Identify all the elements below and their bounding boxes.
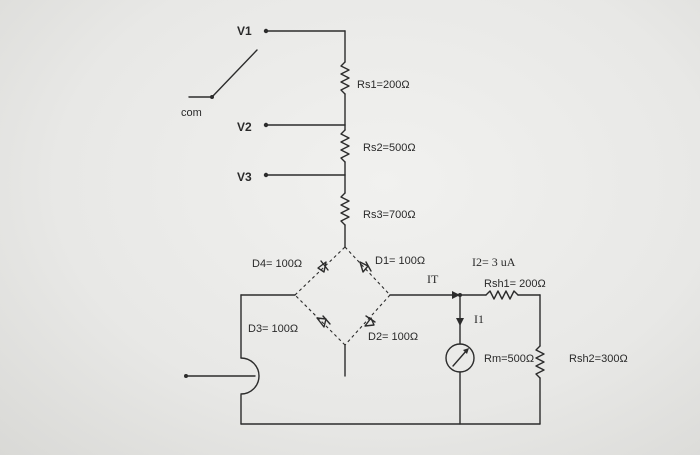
diode-d2-symbol — [364, 315, 376, 327]
label-i1: I1 — [474, 312, 484, 326]
return-wire — [184, 294, 541, 425]
label-rm: Rm=500Ω — [484, 353, 534, 365]
label-d2: D2= 100Ω — [368, 331, 418, 343]
resistor-rsh1 — [459, 290, 541, 300]
label-d4: D4= 100Ω — [252, 258, 302, 270]
label-d3: D3= 100Ω — [248, 323, 298, 335]
label-d1: D1= 100Ω — [375, 255, 425, 267]
label-com: com — [181, 107, 202, 119]
range-switch — [188, 49, 258, 99]
label-rs3: Rs3=700Ω — [363, 209, 416, 221]
diode-d3-symbol — [316, 315, 331, 328]
label-it: IT — [427, 272, 439, 286]
terminal-v1 — [263, 28, 346, 34]
resistor-rs1 — [340, 30, 350, 126]
wire-it — [389, 291, 462, 299]
label-rsh1: Rsh1= 200Ω — [484, 278, 546, 290]
meter-branch — [445, 294, 475, 425]
diode-bridge — [294, 246, 391, 346]
label-v2: V2 — [237, 120, 252, 134]
label-v3: V3 — [237, 170, 252, 184]
label-rs1: Rs1=200Ω — [357, 79, 410, 91]
label-rs2: Rs2=500Ω — [363, 142, 416, 154]
label-rsh2: Rsh2=300Ω — [569, 353, 628, 365]
label-v1: V1 — [237, 24, 252, 38]
diode-d1-symbol — [359, 261, 372, 273]
diode-d4-symbol — [317, 260, 329, 273]
label-i2: I2= 3 uA — [472, 255, 516, 269]
resistor-rs2 — [340, 124, 350, 176]
terminal-v3 — [263, 172, 346, 178]
terminal-v2 — [263, 122, 346, 128]
resistor-rsh2 — [535, 294, 545, 425]
resistor-rs3 — [340, 174, 350, 248]
